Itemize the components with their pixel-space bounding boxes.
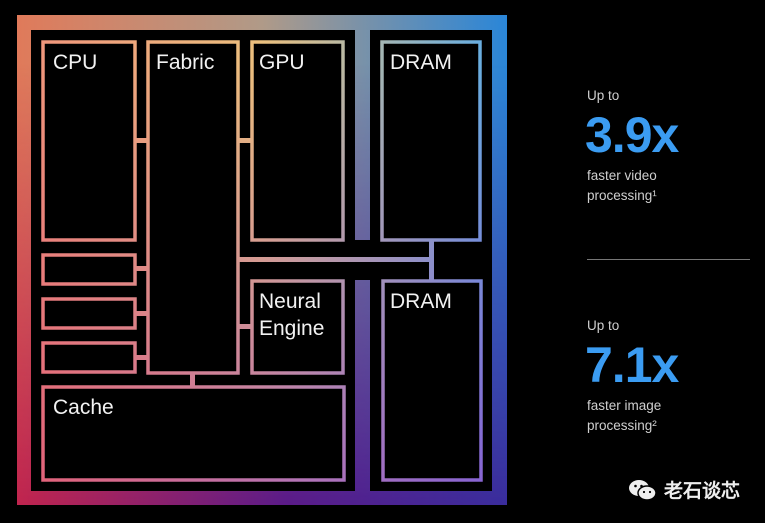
chip-diagram: CPU Fabric GPU DRAM Neural Engine DRAM C… (17, 15, 507, 505)
block-outlines (30, 30, 500, 490)
neural-label-line1: Neural (259, 290, 321, 313)
stat-desc-line1: faster image (587, 398, 662, 413)
stat-desc-line2: processing² (587, 418, 657, 433)
stat-desc-line1: faster video (587, 168, 657, 183)
stat-prefix: Up to (587, 318, 620, 333)
divider (587, 259, 750, 260)
gpu-label: GPU (259, 51, 305, 74)
stat-prefix: Up to (587, 88, 620, 103)
dram-top-label: DRAM (390, 51, 452, 74)
watermark: 老石谈芯 (628, 476, 740, 503)
dram-bottom-label: DRAM (390, 290, 452, 313)
cache-label: Cache (53, 396, 114, 419)
stat-value: 3.9x (585, 107, 679, 163)
stat-desc-line2: processing¹ (587, 188, 657, 203)
wechat-icon (629, 479, 657, 501)
stat-value: 7.1x (585, 337, 679, 393)
neural-label-line2: Engine (259, 317, 324, 340)
fabric-label: Fabric (156, 51, 214, 74)
watermark-text: 老石谈芯 (664, 481, 741, 502)
cpu-label: CPU (53, 51, 97, 74)
